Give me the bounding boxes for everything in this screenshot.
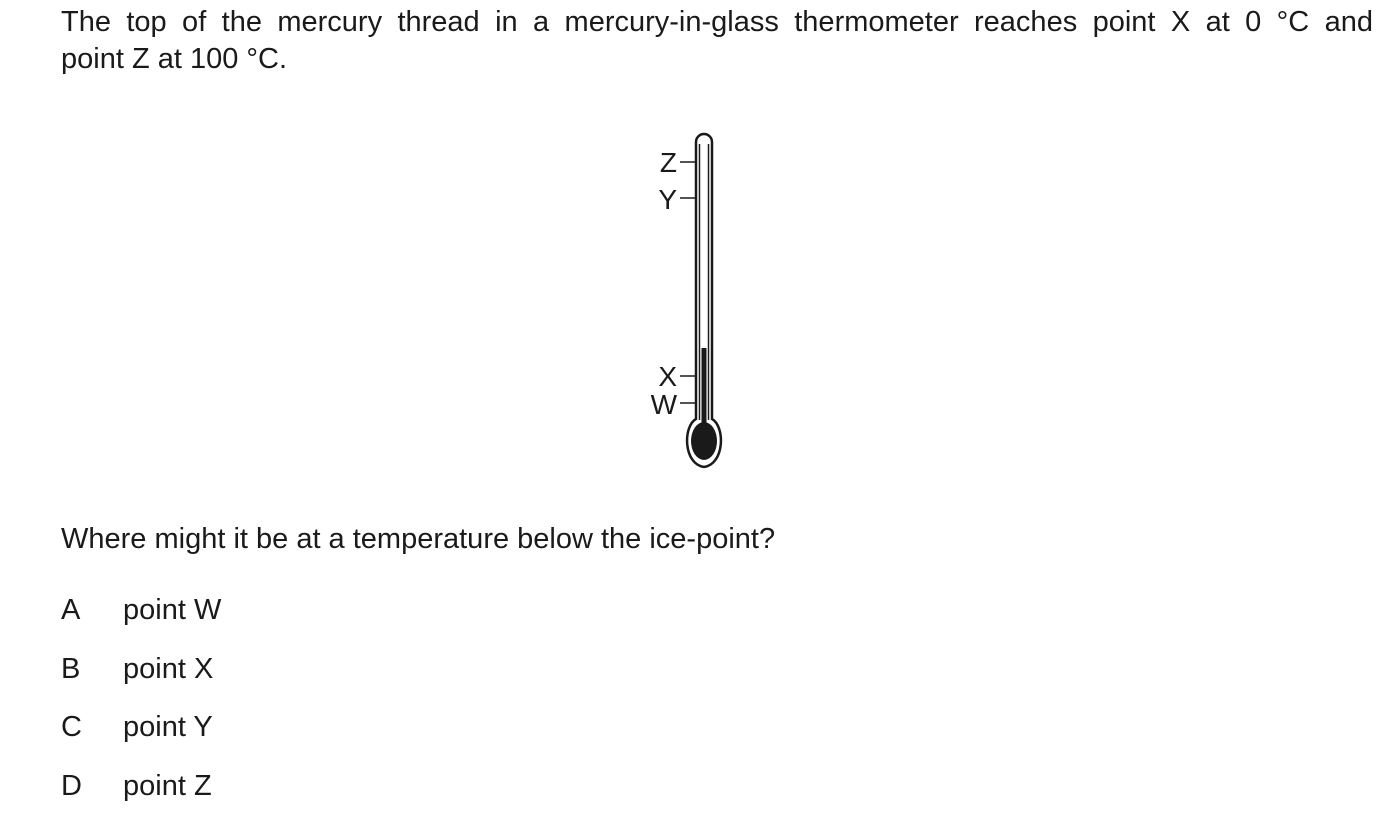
label-w: W: [651, 389, 678, 420]
question-intro: The top of the mercury thread in a mercu…: [61, 4, 1373, 78]
label-y: Y: [658, 184, 677, 215]
option-letter: A: [61, 594, 81, 626]
option-text: point W: [123, 594, 222, 626]
option-text: point X: [123, 652, 214, 685]
question-intro-line-1: The top of the mercury thread in a mercu…: [61, 6, 1373, 38]
option-letter: B: [61, 652, 81, 685]
option-text: point Z: [123, 769, 212, 802]
option-text: point Y: [123, 711, 213, 743]
option-letter: C: [61, 711, 82, 743]
option-letter: D: [61, 769, 82, 802]
thermometer-diagram: Z Y X W: [630, 120, 770, 480]
label-x: X: [658, 361, 677, 392]
thermometer-glass-outline: [685, 132, 723, 469]
mercury-bulb: [691, 422, 717, 460]
thermometer-svg: Z Y X W: [651, 132, 723, 469]
mercury-thread: [701, 348, 707, 428]
question-intro-line-2: point Z at 100 °C.: [61, 43, 287, 75]
label-z: Z: [660, 147, 677, 178]
question-prompt: Where might it be at a temperature below…: [61, 523, 776, 555]
